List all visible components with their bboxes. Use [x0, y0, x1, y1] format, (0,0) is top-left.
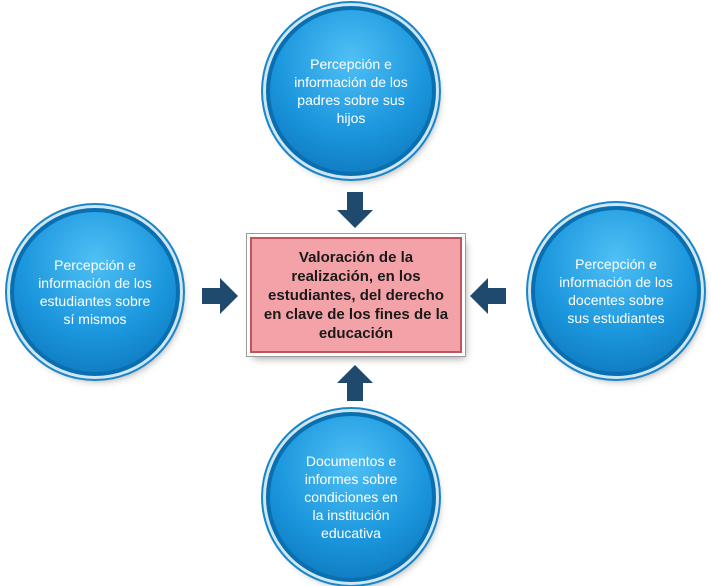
node-students-perception-label: Percepción e información de los estudian…	[38, 257, 152, 327]
arrow-right-icon	[200, 276, 240, 316]
center-box: Valoración de la realización, en los est…	[250, 237, 462, 353]
arrow-up-icon	[335, 363, 375, 403]
node-parents-perception-label: Percepción e información de los padres s…	[294, 56, 408, 126]
arrow-left-icon	[468, 276, 508, 316]
node-parents-perception: Percepción e información de los padres s…	[266, 6, 436, 176]
node-institution-documents: Documentos e informes sobre condiciones …	[266, 412, 436, 582]
center-box-label: Valoración de la realización, en los est…	[263, 248, 449, 342]
arrow-down-icon	[335, 190, 375, 230]
node-teachers-perception-label: Percepción e información de los docentes…	[559, 256, 673, 326]
node-students-perception: Percepción e información de los estudian…	[10, 208, 180, 376]
node-teachers-perception: Percepción e información de los docentes…	[531, 206, 701, 376]
node-institution-documents-label: Documentos e informes sobre condiciones …	[304, 453, 398, 541]
